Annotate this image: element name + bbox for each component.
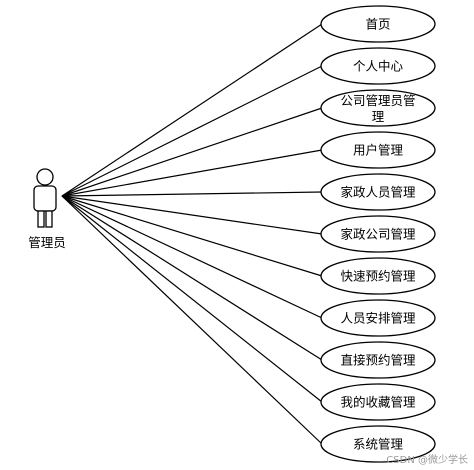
association-line bbox=[61, 23, 323, 197]
use-case: 用户管理 bbox=[320, 131, 436, 169]
association-line bbox=[61, 195, 323, 403]
use-case-ellipse bbox=[320, 215, 436, 253]
use-case: 家政公司管理 bbox=[320, 215, 436, 253]
use-case-label: 家政人员管理 bbox=[340, 185, 416, 200]
use-case: 系统管理 bbox=[320, 425, 436, 463]
use-case-ellipse bbox=[320, 383, 436, 421]
association-line bbox=[61, 195, 323, 319]
use-case-ellipse bbox=[320, 425, 436, 463]
use-case-ellipse bbox=[320, 257, 436, 295]
use-case-label: 个人中心 bbox=[353, 59, 404, 74]
use-case-ellipse bbox=[320, 341, 436, 379]
association-line bbox=[61, 65, 323, 197]
use-case-label: 人员安排管理 bbox=[340, 311, 416, 326]
use-case: 快速预约管理 bbox=[320, 257, 436, 295]
association-lines bbox=[61, 23, 323, 445]
use-case-ellipse bbox=[320, 173, 436, 211]
use-case-label: 首页 bbox=[365, 17, 390, 32]
association-line bbox=[61, 107, 323, 197]
association-line bbox=[61, 191, 323, 197]
use-case-ellipse bbox=[320, 5, 436, 43]
use-case-label: 用户管理 bbox=[353, 143, 404, 158]
use-case-label: 系统管理 bbox=[353, 437, 404, 452]
use-case: 直接预约管理 bbox=[320, 341, 436, 379]
use-case: 人员安排管理 bbox=[320, 299, 436, 337]
association-line bbox=[61, 195, 323, 235]
actor-administrator: 管理员 bbox=[28, 168, 66, 250]
watermark: CSDN @微少学长 bbox=[386, 455, 468, 466]
actor-label: 管理员 bbox=[28, 235, 66, 250]
use-case-ellipse bbox=[320, 299, 436, 337]
association-line bbox=[61, 195, 323, 277]
association-line bbox=[61, 149, 323, 197]
use-case-label: 直接预约管理 bbox=[340, 353, 416, 368]
use-case-ellipse bbox=[320, 47, 436, 85]
use-case-label: 我的收藏管理 bbox=[340, 395, 416, 410]
use-case: 首页 bbox=[320, 5, 436, 43]
use-case-ellipse bbox=[320, 131, 436, 169]
use-case-label: 快速预约管理 bbox=[340, 269, 416, 284]
use-case-label: 理 bbox=[372, 109, 385, 124]
use-case: 家政人员管理 bbox=[320, 173, 436, 211]
use-case: 个人中心 bbox=[320, 47, 436, 85]
association-line bbox=[61, 195, 323, 361]
use-case-label: 家政公司管理 bbox=[340, 227, 416, 242]
use-case: 我的收藏管理 bbox=[320, 383, 436, 421]
use-case-label: 公司管理员管 bbox=[340, 93, 415, 108]
use-case-ellipse bbox=[320, 89, 436, 127]
use-case-list: 首页个人中心公司管理员管理用户管理家政人员管理家政公司管理快速预约管理人员安排管… bbox=[320, 5, 436, 463]
association-line bbox=[61, 195, 323, 445]
